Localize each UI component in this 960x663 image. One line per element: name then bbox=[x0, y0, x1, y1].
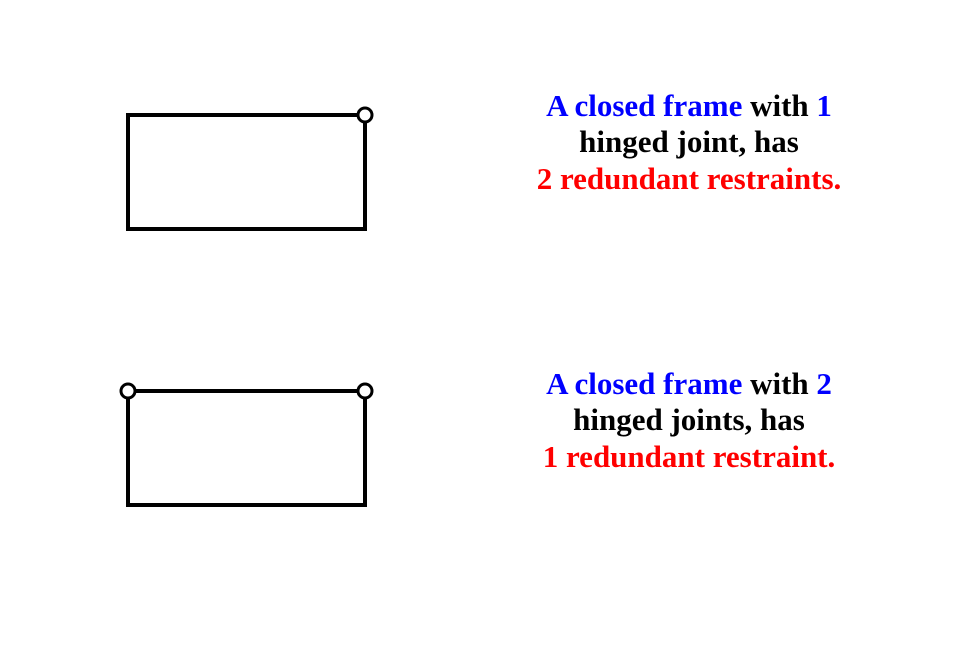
caption-line-2: hinged joints, has bbox=[573, 402, 805, 438]
frame-svg-one-hinge bbox=[126, 106, 374, 231]
caption-line-1: A closed frame with 1 bbox=[443, 88, 935, 124]
caption-token-space-1 bbox=[742, 88, 750, 123]
caption-token-with: with bbox=[750, 88, 809, 123]
hinge-icon-top-right bbox=[356, 382, 374, 400]
hinge-icon-top-left bbox=[119, 382, 137, 400]
caption-block-one-hinge: A closed frame with 1 hinged joint, has … bbox=[443, 88, 935, 197]
caption-line-3: 1 redundant restraint. bbox=[542, 438, 836, 474]
hinge-icon-top-right bbox=[356, 106, 374, 124]
caption-token-count: 1 bbox=[816, 88, 832, 123]
caption-token-with: with bbox=[750, 366, 809, 401]
frame-diagram-two-hinges bbox=[118, 381, 378, 516]
caption-line-3: 2 redundant restraints. bbox=[536, 160, 842, 196]
caption-block-two-hinges: A closed frame with 2 hinged joints, has… bbox=[443, 366, 935, 475]
caption-token-frame: A closed frame bbox=[546, 88, 743, 123]
caption-line-2: hinged joint, has bbox=[579, 124, 799, 160]
caption-token-space-1 bbox=[742, 366, 750, 401]
caption-line-1: A closed frame with 2 bbox=[443, 366, 935, 402]
frame-svg-two-hinges bbox=[119, 382, 374, 507]
caption-token-frame: A closed frame bbox=[546, 366, 743, 401]
frame-diagram-one-hinge bbox=[118, 105, 378, 240]
caption-token-count: 2 bbox=[816, 366, 832, 401]
